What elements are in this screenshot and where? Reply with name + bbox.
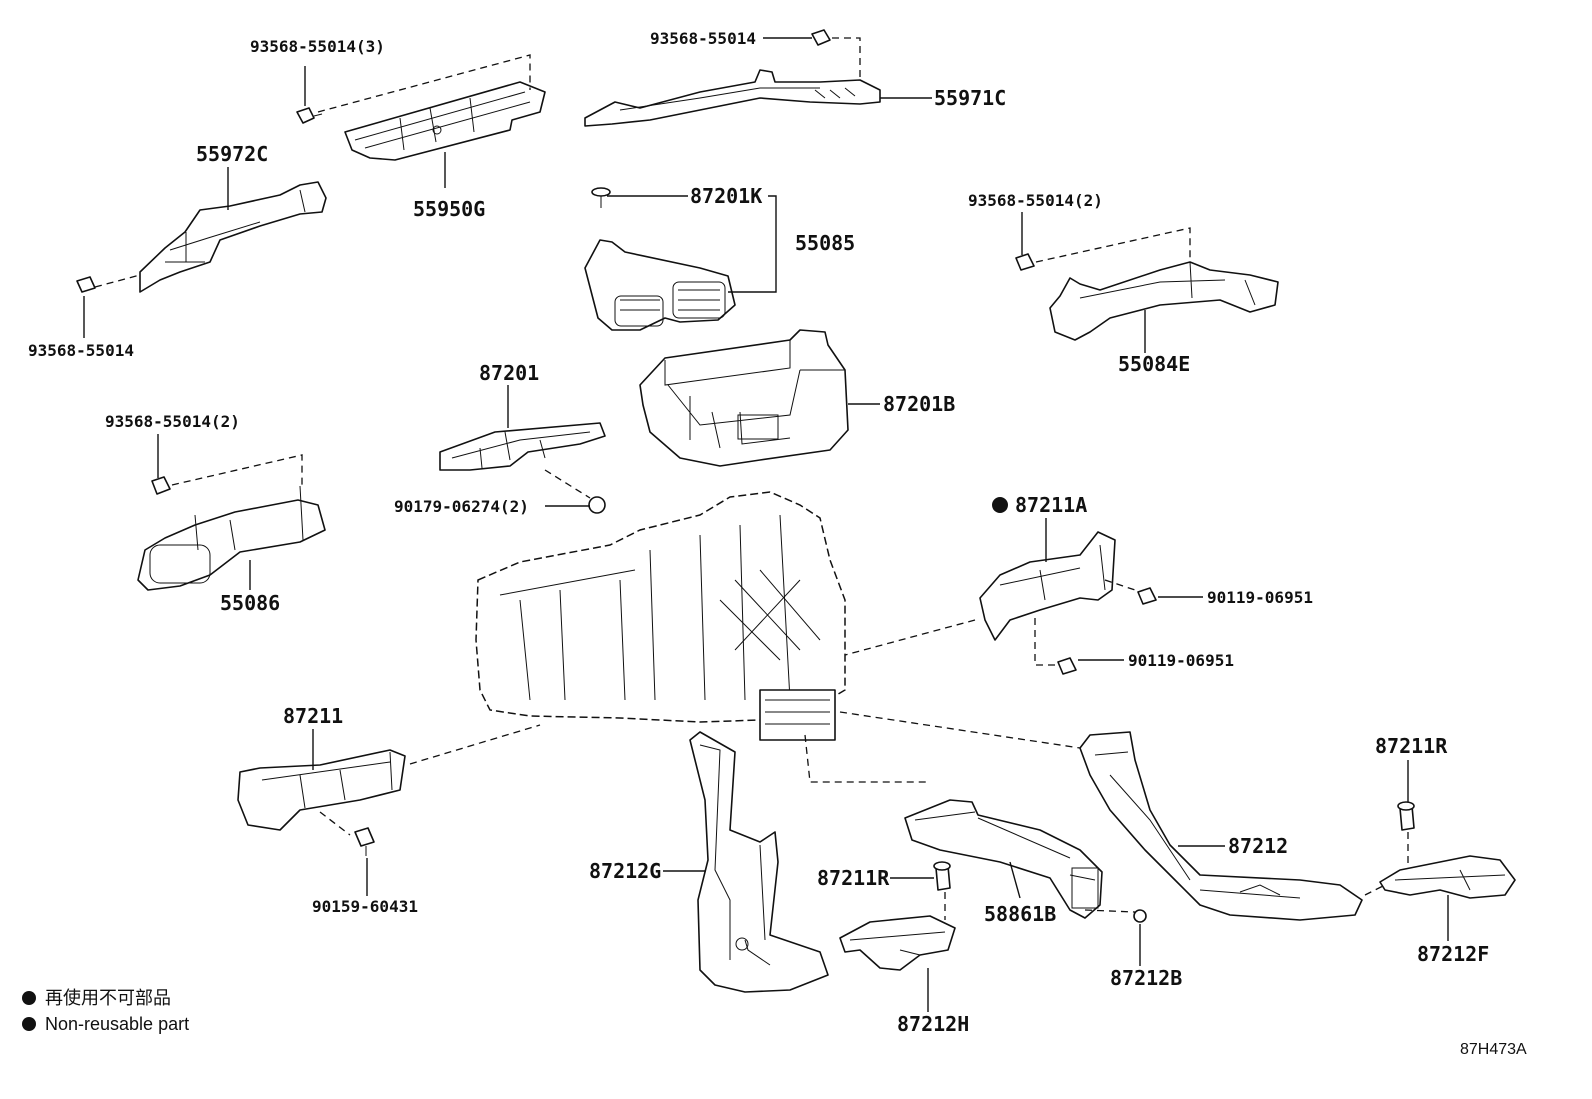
part-58861B-drawing	[804, 734, 1136, 919]
diagram-id: 87H473A	[1460, 1041, 1527, 1058]
label-87211A: 87211A	[1015, 493, 1087, 517]
legend-marker-en	[22, 1017, 36, 1031]
part-87212G-drawing	[689, 731, 829, 993]
label-55972C: 55972C	[196, 142, 268, 166]
label-87212H: 87212H	[897, 1012, 969, 1036]
screw-93568-55014-2-left-drawing	[151, 476, 171, 495]
screw-93568-55014-top-drawing	[811, 29, 831, 46]
label-55084E: 55084E	[1118, 352, 1190, 376]
part-87201K-drawing	[591, 187, 611, 208]
part-87212-drawing	[839, 711, 1363, 921]
part-55085-drawing	[584, 239, 736, 331]
part-87211A-drawing	[844, 531, 1136, 666]
label-55086: 55086	[220, 591, 280, 615]
screw-90159-60431-drawing	[354, 827, 375, 856]
label-87201K: 87201K	[690, 184, 762, 208]
clip-87211R-right-drawing	[1397, 801, 1415, 872]
non-reusable-marker-87211A	[992, 497, 1008, 513]
label-87201B: 87201B	[883, 392, 955, 416]
label-87212F: 87212F	[1417, 942, 1489, 966]
part-55971C-drawing	[584, 37, 881, 127]
part-87201B-drawing	[639, 329, 849, 467]
label-93568-55014-2-left: 93568-55014(2)	[105, 412, 240, 431]
label-93568-55014-2-right: 93568-55014(2)	[968, 191, 1103, 210]
part-87201-drawing	[439, 422, 606, 499]
label-55085: 55085	[795, 231, 855, 255]
screw-93568-55014-2-right-drawing	[1015, 253, 1035, 271]
label-55971C: 55971C	[934, 86, 1006, 110]
part-55972C-drawing	[94, 181, 327, 293]
legend: 再使用不可部品 Non-reusable part	[22, 988, 189, 1034]
part-87212B-drawing	[1133, 909, 1147, 923]
label-93568-55014-top: 93568-55014	[650, 29, 756, 48]
label-87212: 87212	[1228, 834, 1288, 858]
screw-93568-55014-left-drawing	[76, 276, 96, 293]
label-87212G: 87212G	[589, 859, 661, 883]
part-87212F-drawing	[1364, 855, 1516, 899]
label-93568-55014-3: 93568-55014(3)	[250, 37, 385, 56]
part-87211-drawing	[237, 724, 541, 836]
label-87201: 87201	[479, 361, 539, 385]
legend-note-en: Non-reusable part	[45, 1014, 189, 1034]
leader-lines	[83, 37, 1449, 1012]
label-90119-06951-a: 90119-06951	[1207, 588, 1313, 607]
label-90179-06274-2: 90179-06274(2)	[394, 497, 529, 516]
screw-90179-06274-drawing	[588, 496, 606, 514]
label-58861B: 58861B	[984, 902, 1056, 926]
label-93568-55014-left: 93568-55014	[28, 341, 134, 360]
screw-93568-55014-3-drawing	[296, 107, 323, 124]
part-55950G-drawing	[317, 54, 546, 161]
clip-87211R-mid-drawing	[933, 861, 951, 920]
part-labels: 93568-55014(3) 93568-55014 55971C 55972C…	[28, 29, 1489, 1036]
part-55086-drawing	[137, 454, 326, 591]
legend-note-ja: 再使用不可部品	[45, 988, 171, 1008]
legend-marker-ja	[22, 991, 36, 1005]
part-87212H-drawing	[839, 915, 956, 971]
label-87211: 87211	[283, 704, 343, 728]
label-87211R-right: 87211R	[1375, 734, 1448, 758]
part-55084E-drawing	[1035, 227, 1279, 341]
label-55950G: 55950G	[413, 197, 485, 221]
label-90159-60431: 90159-60431	[312, 897, 418, 916]
label-87211R-mid: 87211R	[817, 866, 890, 890]
label-87212B: 87212B	[1110, 966, 1182, 990]
screw-90119-06951-b-drawing	[1057, 657, 1077, 675]
screw-90119-06951-a-drawing	[1137, 587, 1157, 605]
label-90119-06951-b: 90119-06951	[1128, 651, 1234, 670]
part-hvac-unit-drawing	[475, 491, 846, 741]
